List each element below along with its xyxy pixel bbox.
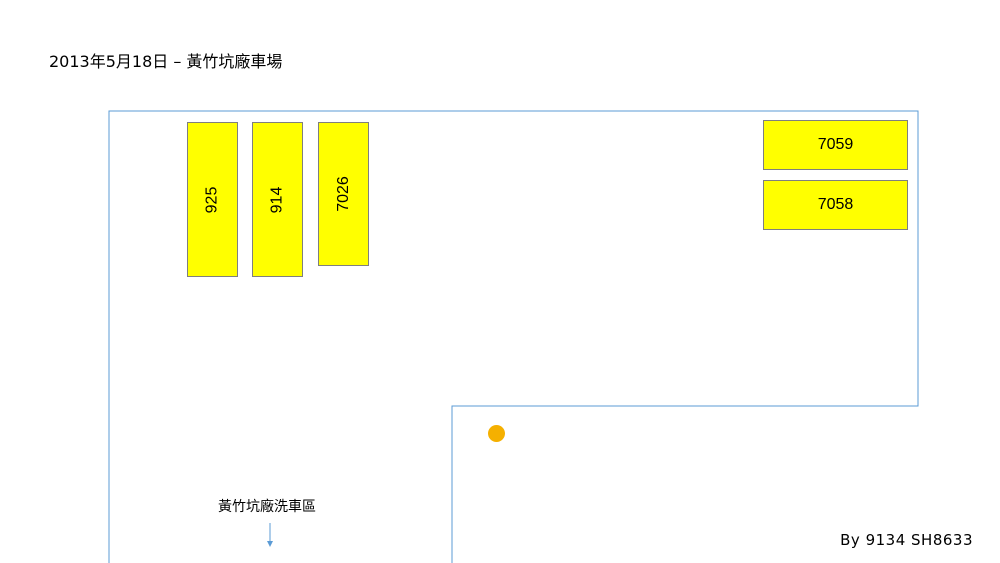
wash-area-arrow [267,523,273,547]
wash-area-label: 黃竹坑廠洗車區 [218,499,316,515]
author-credit: By 9134 SH8633 [840,531,973,549]
bus-925: 925 [187,122,238,277]
bus-number-label: 914 [268,186,286,213]
bus-7059: 7059 [763,120,908,170]
bus-7026: 7026 [318,122,369,266]
bus-number-label: 7058 [817,196,854,213]
bus-7058: 7058 [763,180,908,230]
position-marker [488,425,505,442]
bus-number-label: 7026 [334,176,352,212]
page-title: 2013年5月18日 – 黃竹坑廠車場 [49,52,283,71]
bus-914: 914 [252,122,303,277]
bus-number-label: 925 [203,186,221,213]
depot-boundary-wall [108,110,919,563]
bus-number-label: 7059 [817,136,854,153]
